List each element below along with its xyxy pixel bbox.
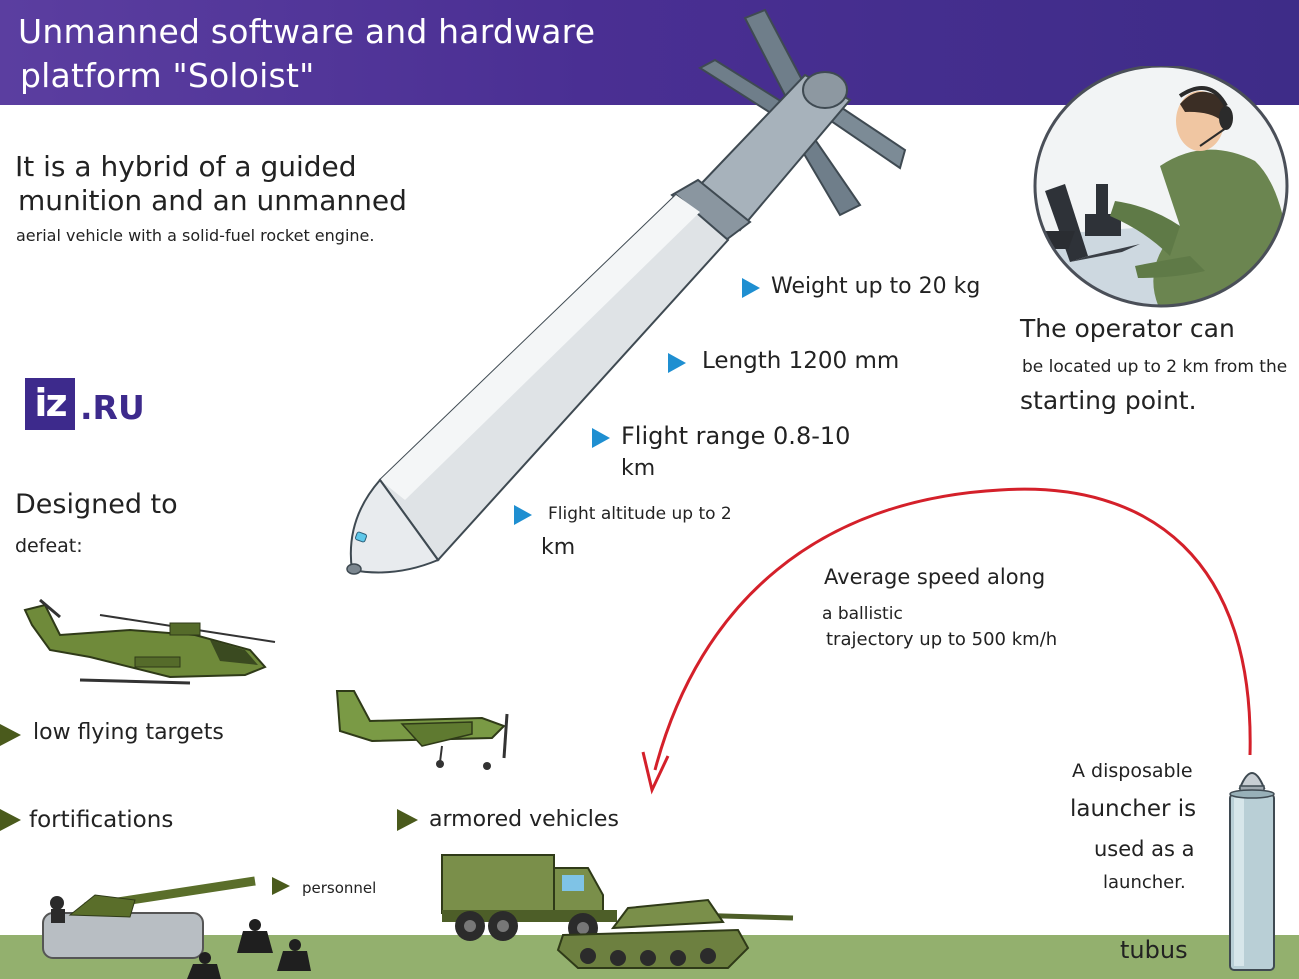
spec-altitude-line2: km: [541, 535, 576, 560]
operator-line3: starting point.: [1020, 386, 1197, 415]
trajectory-arc: [641, 487, 1252, 795]
spec-weight: Weight up to 20 kg: [771, 274, 981, 299]
speed-line2: a ballistic: [822, 604, 903, 624]
rocket-illustration: [346, 8, 907, 575]
bullet-triangle-icon: [592, 428, 610, 448]
intro-line2: munition and an unmanned: [18, 184, 407, 217]
bullet-triangle-icon: [272, 877, 290, 895]
operator-line1: The operator can: [1020, 314, 1235, 343]
launcher-line1: A disposable: [1072, 760, 1193, 782]
speed-line3: trajectory up to 500 km/h: [826, 629, 1058, 650]
logo-iz: iz: [25, 378, 75, 430]
target-low-flying: low flying targets: [33, 720, 224, 745]
operator-line2: be located up to 2 km from the: [1022, 357, 1288, 377]
bullet-triangle-icon: [397, 809, 418, 831]
spec-range-line2: km: [621, 456, 656, 481]
launcher-line2: launcher is: [1070, 796, 1197, 822]
targets-heading-line2: defeat:: [15, 535, 83, 557]
header-banner: [0, 0, 1299, 105]
launcher-line4: launcher.: [1103, 872, 1186, 893]
launcher-line3: used as a: [1094, 837, 1195, 861]
intro-line3: aerial vehicle with a solid-fuel rocket …: [16, 226, 375, 245]
bullet-triangle-icon: [514, 505, 532, 525]
bullet-triangle-icon: [668, 353, 686, 373]
drone-illustration: [335, 690, 509, 770]
speed-line1: Average speed along: [824, 565, 1046, 589]
target-personnel: personnel: [302, 879, 377, 897]
bullet-triangle-icon: [0, 809, 21, 831]
helicopter-illustration: [23, 598, 276, 685]
spec-length: Length 1200 mm: [702, 348, 900, 374]
operator-illustration: [1033, 66, 1289, 308]
vehicles-illustration: [441, 854, 794, 969]
page-title-line1: Unmanned software and hardware: [18, 12, 596, 51]
target-fortifications: fortifications: [29, 807, 174, 833]
artillery-illustration: [42, 876, 311, 979]
targets-heading-line1: Designed to: [15, 489, 178, 520]
launcher-tubus: tubus: [1120, 936, 1188, 964]
spec-altitude-line1: Flight altitude up to 2: [548, 504, 732, 524]
page-title-line2: platform "Soloist": [20, 56, 315, 95]
logo-ru: .RU: [80, 388, 145, 427]
bullet-triangle-icon: [0, 724, 21, 746]
launcher-tube-illustration: [1229, 772, 1275, 971]
bullet-triangle-icon: [742, 278, 760, 298]
target-armored: armored vehicles: [429, 807, 619, 832]
spec-range-line1: Flight range 0.8-10: [621, 422, 851, 450]
intro-line1: It is a hybrid of a guided: [15, 150, 357, 183]
